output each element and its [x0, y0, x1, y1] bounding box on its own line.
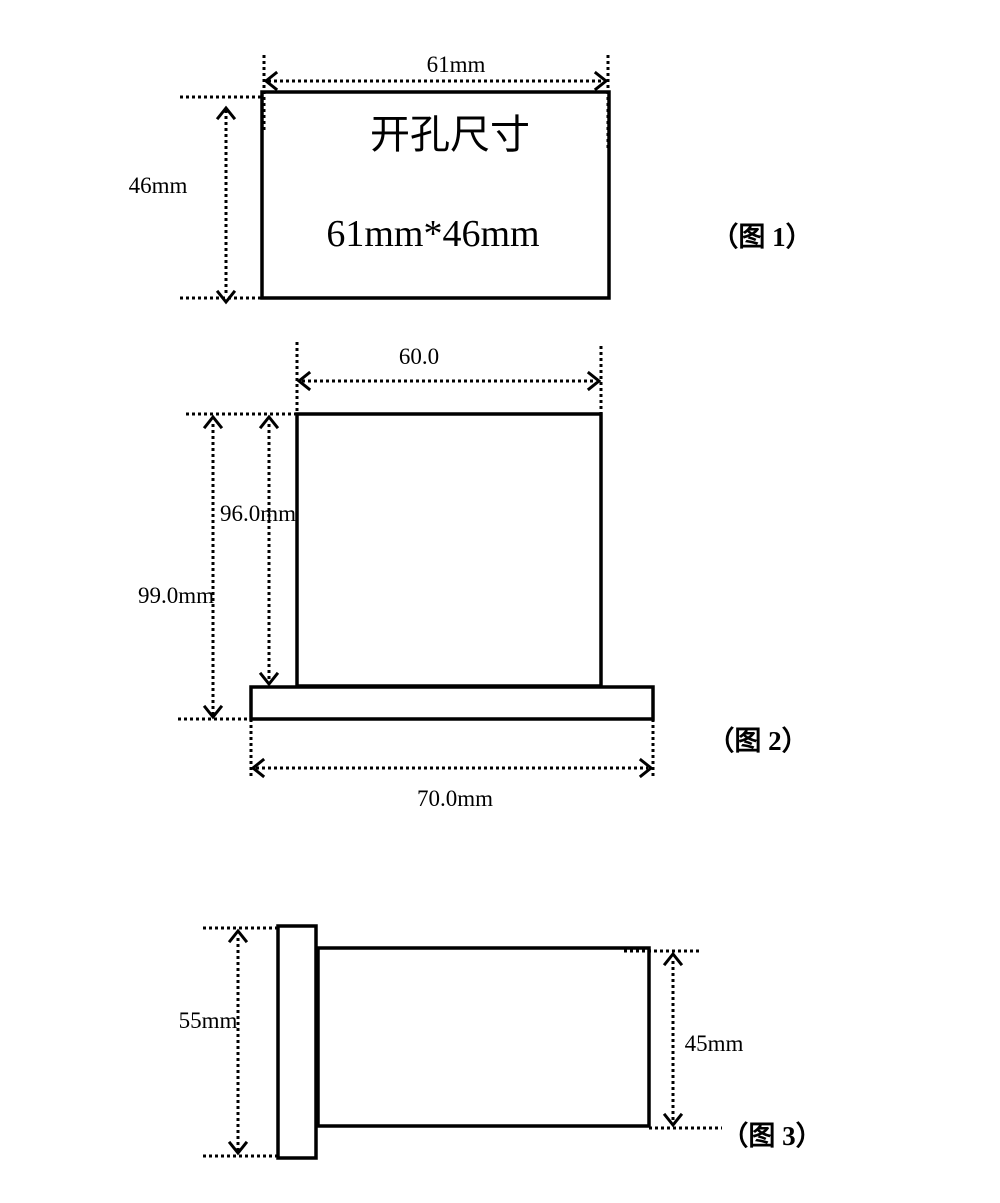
figure-3-caption: （图 3） — [721, 1121, 822, 1151]
arrow-down-icon — [202, 704, 224, 720]
front-bezel — [249, 685, 655, 721]
height-label: 46mm — [129, 173, 188, 198]
side-bezel — [276, 924, 318, 1160]
cutout-size: 61mm*46mm — [326, 213, 539, 255]
case-body — [295, 412, 603, 688]
arrow-up-icon — [215, 105, 237, 121]
left-height-label: 55mm — [179, 1008, 238, 1033]
figure-2: 60.0 99.0mm 96.0mm 70.0mm （图 2） — [138, 342, 809, 811]
arrow-down-icon — [215, 289, 237, 305]
cutout-rectangle — [260, 90, 611, 300]
arrow-up-icon — [662, 951, 684, 967]
arrow-up-icon — [227, 928, 249, 944]
arrow-left-icon — [250, 757, 266, 779]
arrow-left-icon — [296, 370, 312, 392]
side-case-body — [316, 946, 651, 1128]
figure-1-caption: （图 1） — [711, 222, 812, 252]
figure-2-caption: （图 2） — [707, 726, 808, 756]
inner-height-label: 96.0mm — [220, 501, 296, 526]
arrow-right-icon — [586, 370, 602, 392]
arrow-left-icon — [263, 70, 279, 92]
figure-3: 55mm 45mm （图 3） — [179, 924, 823, 1160]
right-height-label: 45mm — [685, 1031, 744, 1056]
bottom-width-label: 70.0mm — [417, 786, 493, 811]
arrow-right-icon — [593, 70, 609, 92]
arrow-down-icon — [662, 1112, 684, 1128]
figure-1: 61mm 46mm 开孔尺寸 61mm*46mm （图 1） — [129, 52, 813, 305]
arrow-up-icon — [202, 414, 224, 430]
width-label: 61mm — [427, 52, 486, 77]
outer-height-label: 99.0mm — [138, 583, 214, 608]
arrow-down-icon — [258, 671, 280, 687]
top-width-label: 60.0 — [399, 344, 439, 369]
arrow-right-icon — [638, 757, 654, 779]
arrow-up-icon — [258, 414, 280, 430]
cutout-title: 开孔尺寸 — [370, 112, 530, 157]
arrow-down-icon — [227, 1140, 249, 1156]
